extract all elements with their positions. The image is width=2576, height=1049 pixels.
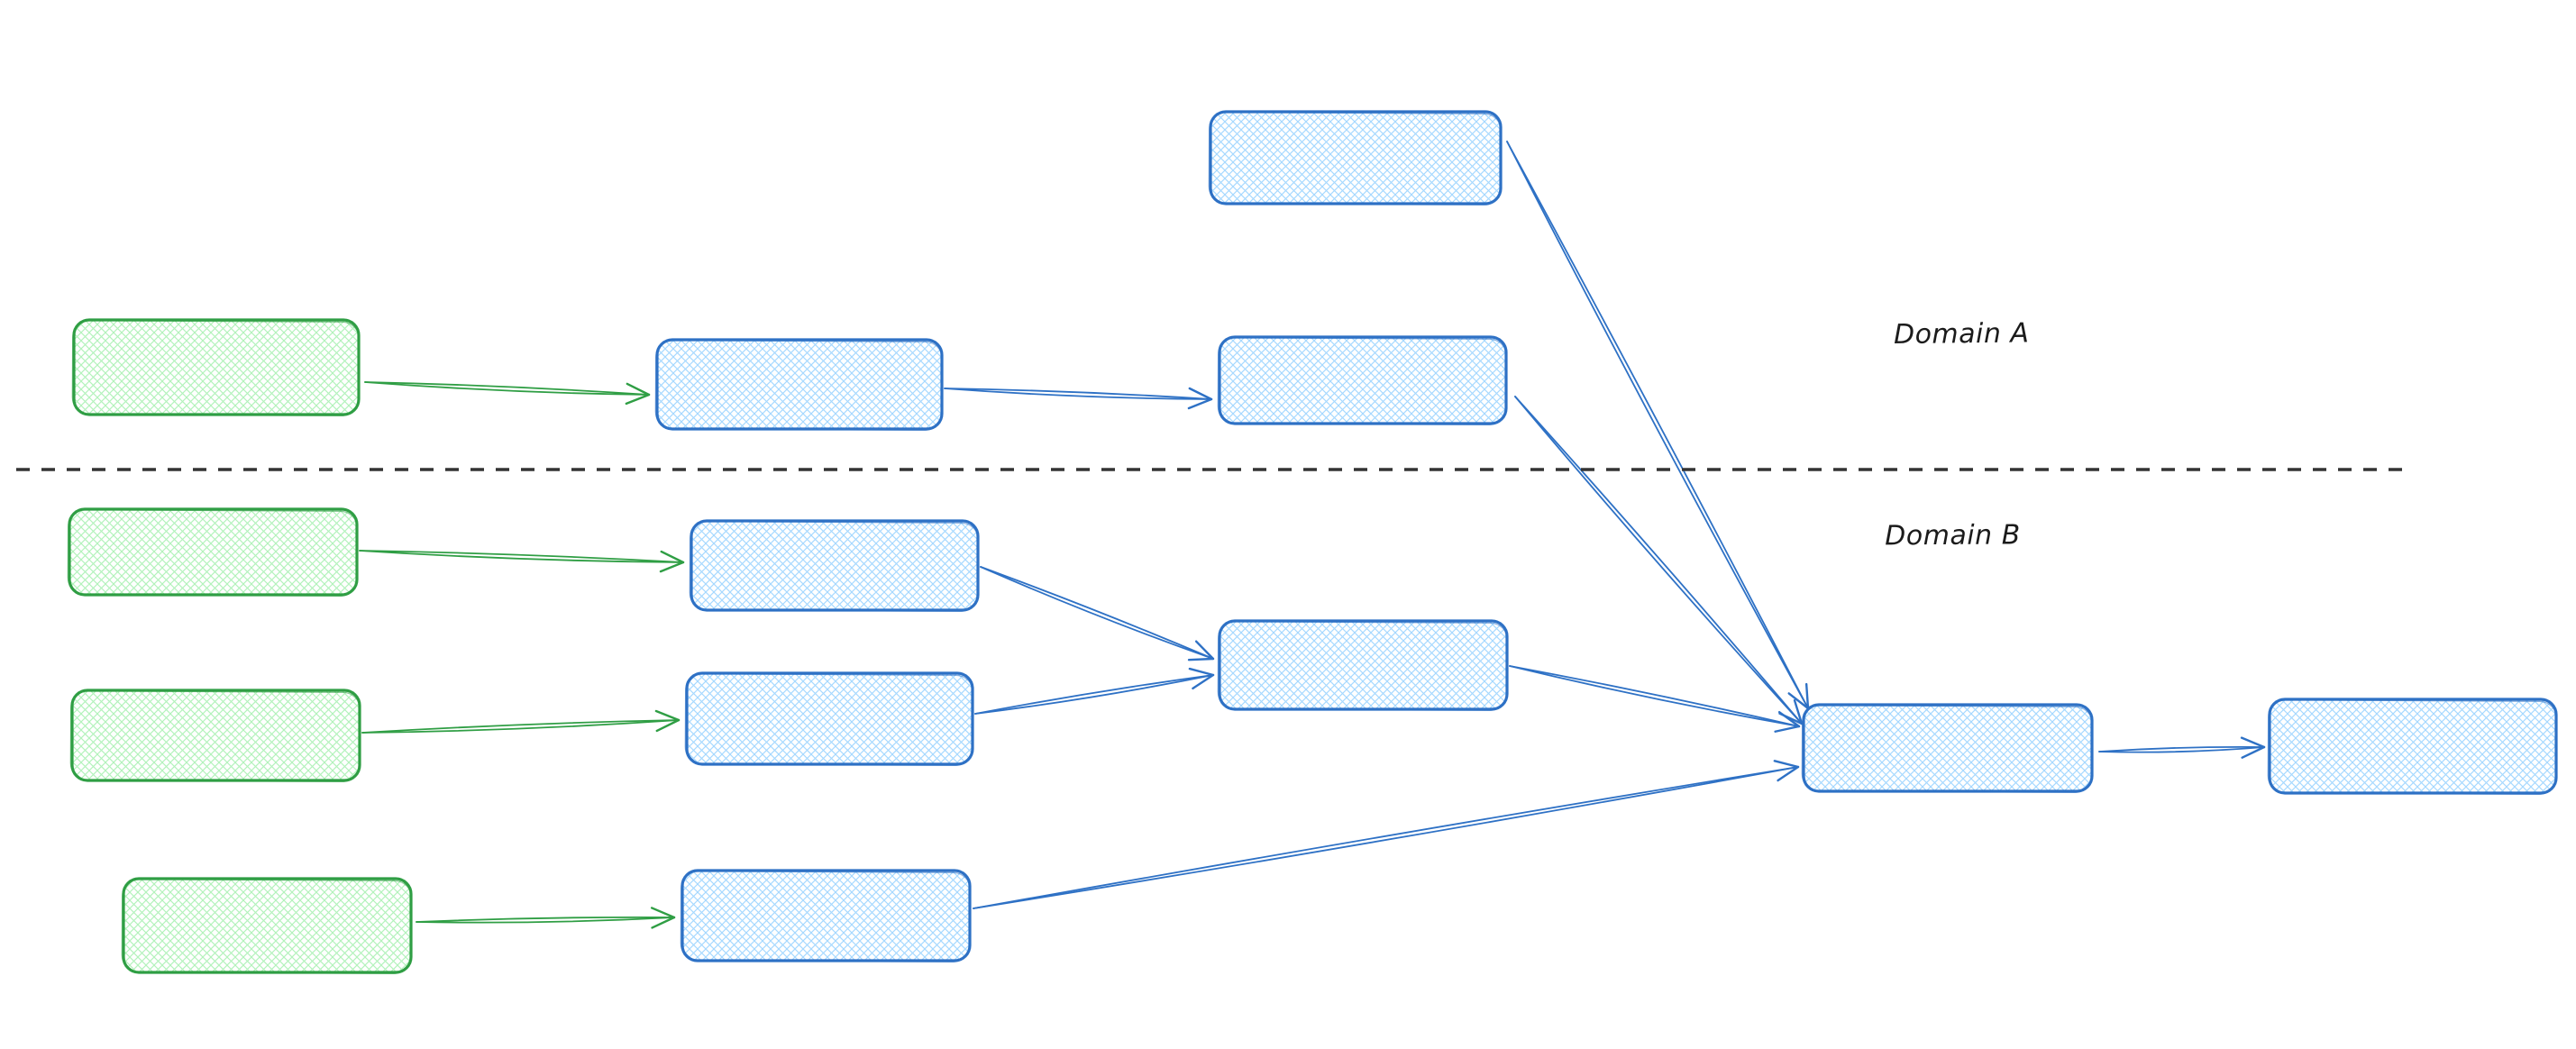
node-output [2267, 698, 2558, 796]
domain-a-label: Domain A [1894, 317, 2030, 351]
edge-stage-b2-to-merge-b [974, 667, 1215, 715]
domain-b-label: Domain B [1885, 519, 2021, 552]
edge-aggregator-to-output [2098, 736, 2266, 759]
node-source-b3 [121, 877, 413, 975]
edge-stage-a2-to-aggregator [1514, 396, 1804, 725]
node-input-top [1208, 110, 1503, 206]
node-source-a [71, 318, 361, 417]
nodes-layer [67, 110, 2558, 975]
node-stage-b2 [684, 671, 974, 767]
edge-stage-a1-to-stage-a2 [944, 387, 1213, 410]
edge-source-b3-to-stage-b3 [416, 907, 676, 929]
edge-source-b2-to-stage-b2 [361, 709, 681, 734]
node-merge-b [1217, 619, 1509, 712]
node-aggregator [1801, 703, 2094, 794]
node-stage-a1 [654, 338, 944, 432]
node-source-b1 [67, 507, 359, 597]
node-stage-a2 [1217, 335, 1508, 426]
node-stage-b3 [680, 869, 972, 963]
edge-source-a-to-stage-a1 [364, 381, 651, 406]
edge-input-top-to-aggregator [1506, 141, 1810, 710]
edge-source-b1-to-stage-b1 [359, 550, 685, 573]
edge-stage-b1-to-merge-b [980, 566, 1215, 661]
edge-stage-b3-to-aggregator [973, 760, 1800, 909]
edge-merge-b-to-aggregator [1509, 665, 1801, 733]
node-source-b2 [69, 689, 361, 783]
edges-layer [359, 141, 2266, 929]
node-stage-b1 [689, 519, 980, 613]
